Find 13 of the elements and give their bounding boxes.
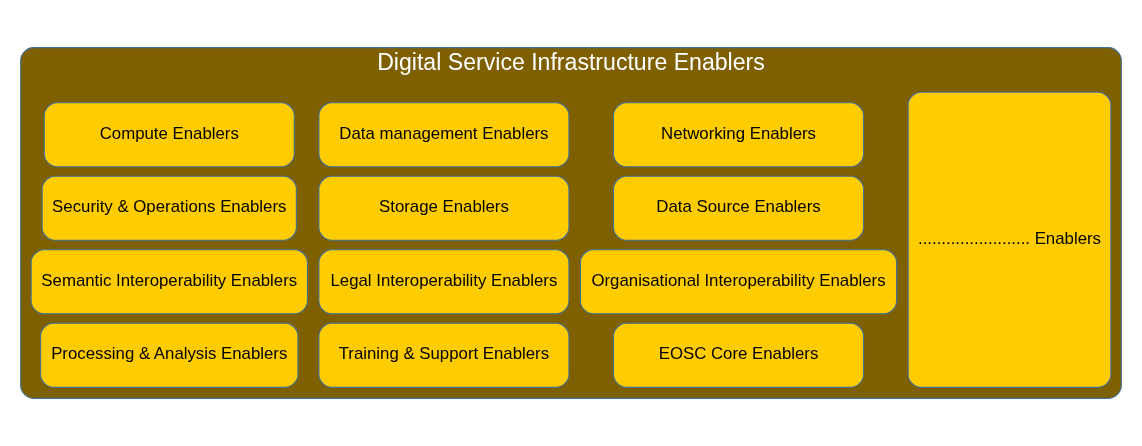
node-box: ........................ Enablers <box>907 91 1112 388</box>
node-box: Semantic Interoperability Enablers <box>30 249 308 315</box>
node-box: Security & Operations Enablers <box>41 175 297 241</box>
node-box: EOSC Core Enablers <box>613 322 865 388</box>
node-box: Compute Enablers <box>43 102 295 168</box>
node-box: Networking Enablers <box>613 102 865 168</box>
node-box: Storage Enablers <box>318 175 570 241</box>
node-box: Organisational Interoperability Enablers <box>579 249 898 315</box>
node-box: Data management Enablers <box>318 102 570 168</box>
node-box: Legal Interoperability Enablers <box>318 249 570 315</box>
node-box: Data Source Enablers <box>613 175 865 241</box>
node-box: Training & Support Enablers <box>318 322 570 388</box>
node-box: Processing & Analysis Enablers <box>40 322 299 388</box>
